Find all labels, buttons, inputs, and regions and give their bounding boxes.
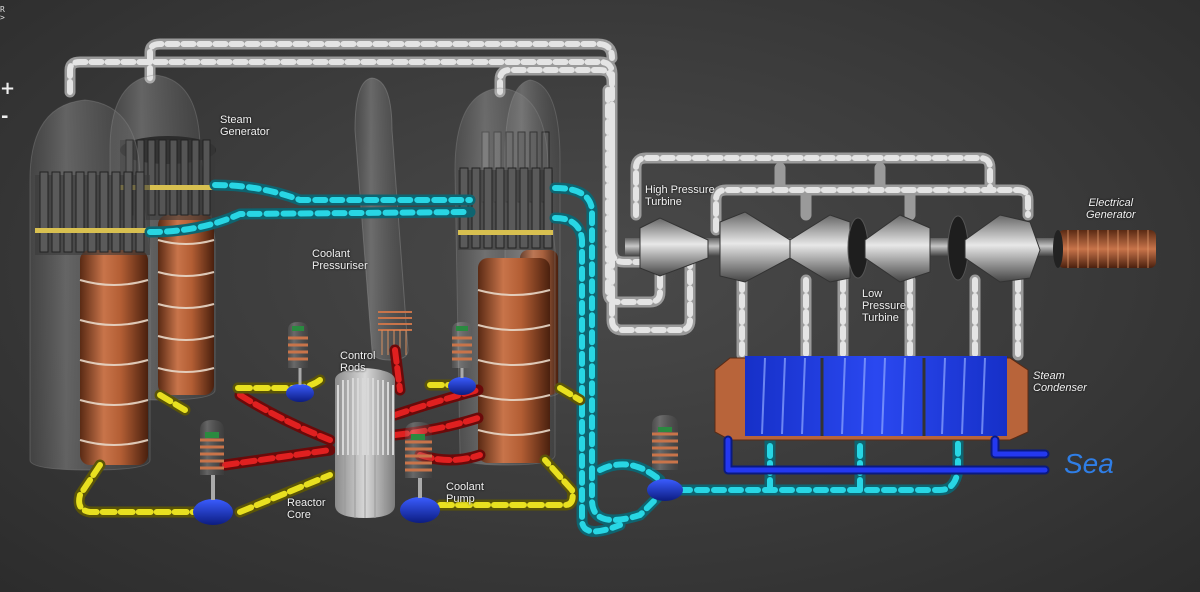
sea-water-pipes — [723, 435, 1050, 475]
high-pressure-turbine-label: High Pressure Turbine — [645, 184, 715, 208]
coolant-pump-2 — [286, 322, 314, 402]
low-pressure-turbine — [719, 211, 1041, 283]
feedwater-pump — [647, 415, 683, 501]
electrical-generator-label: Electrical Generator — [1086, 197, 1136, 221]
coolant-pump-3 — [448, 322, 476, 395]
reactor-core-label: Reactor Core — [287, 497, 326, 521]
steam-generator-right-front — [454, 87, 556, 466]
steam-generator-label: Steam Generator — [220, 114, 270, 138]
low-pressure-turbine-label: Low Pressure Turbine — [862, 288, 907, 324]
sea-label: Sea — [1064, 448, 1114, 479]
control-rods-label: Control Rods — [340, 350, 376, 374]
coolant-pressuriser-label: Coolant Pressuriser — [312, 248, 368, 272]
reactor-core — [335, 368, 395, 518]
primary-hot-pipes — [219, 344, 486, 471]
electrical-generator — [1053, 230, 1156, 268]
steam-condenser — [714, 356, 1029, 441]
coolant-pump-label: Coolant Pump — [446, 481, 484, 505]
zoom-in-button[interactable]: + — [0, 78, 16, 99]
zoom-out-button[interactable]: - — [1, 106, 9, 127]
steam-condenser-label: Steam Condenser — [1033, 370, 1087, 394]
coolant-pressuriser — [354, 77, 412, 361]
coolant-pump-1 — [193, 420, 233, 525]
secondary-coolant-pipes — [144, 179, 964, 537]
coolant-pump-4 — [400, 422, 440, 523]
steam-pipes — [64, 38, 1034, 361]
high-pressure-turbine — [639, 217, 709, 277]
corner-indicator: R > — [0, 5, 5, 22]
steam-generator-left-front — [29, 99, 151, 471]
control-rods — [337, 378, 394, 455]
